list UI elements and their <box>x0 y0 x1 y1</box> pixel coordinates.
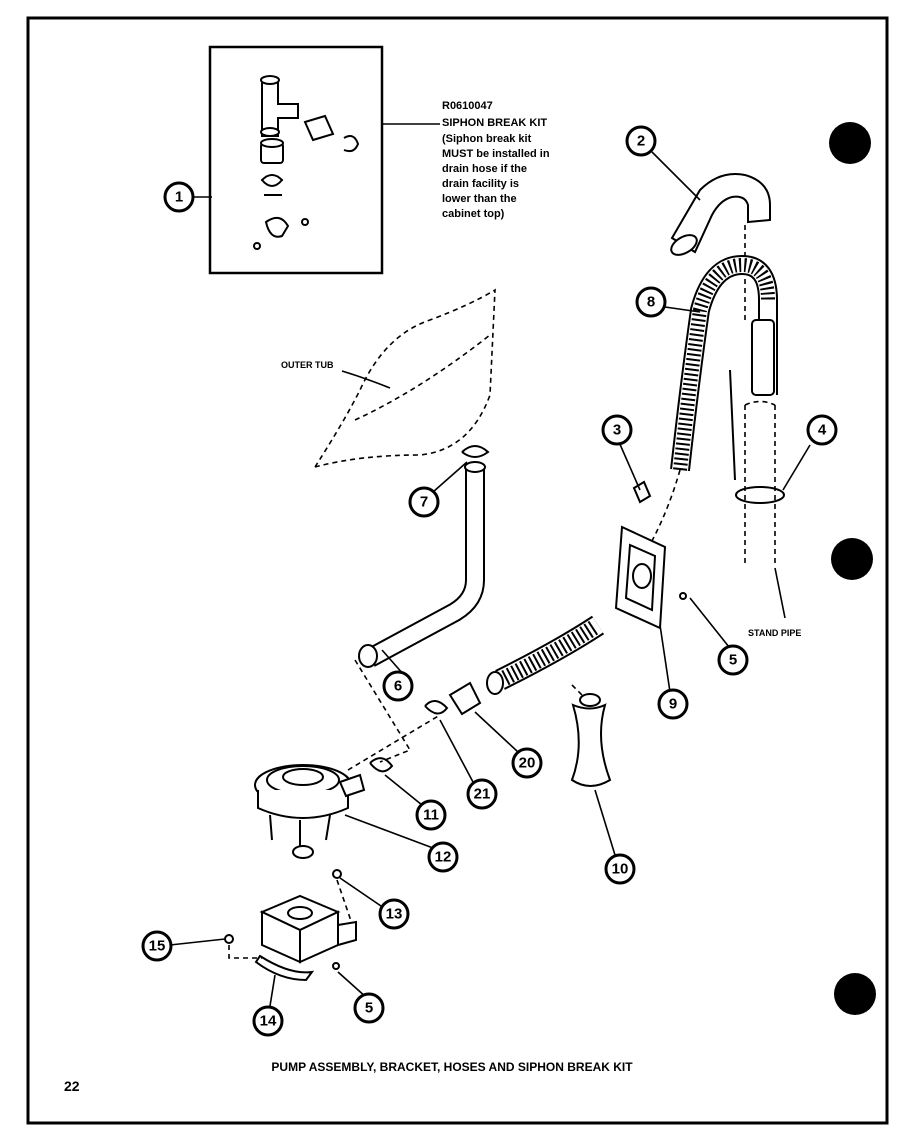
kit-note-line-2: MUST be installed in <box>442 148 550 160</box>
callout-5-upper: 5 <box>717 644 749 676</box>
callout-15: 15 <box>141 930 173 962</box>
outer-tub-leader <box>341 370 391 389</box>
short-corrugated-hose <box>486 615 605 695</box>
callout-9-text: 9 <box>669 696 677 713</box>
part-11-clamp <box>369 757 394 773</box>
page-number: 22 <box>64 1078 80 1094</box>
part-3-clip <box>632 480 652 504</box>
callout-10: 10 <box>604 853 636 885</box>
callout-13-text: 13 <box>386 906 403 923</box>
kit-note-line-3: drain hose if the <box>442 163 527 175</box>
callout-leaders <box>169 151 811 1007</box>
binder-hole-middle <box>831 538 873 580</box>
kit-note-line-5: lower than the <box>442 193 517 205</box>
callout-3: 3 <box>601 414 633 446</box>
callout-13: 13 <box>378 898 410 930</box>
part-10-pump-cover <box>570 693 612 787</box>
part-6-drain-tube <box>358 461 486 668</box>
callout-1-text: 1 <box>175 189 183 206</box>
pump-guide-1 <box>354 659 412 763</box>
callout-11-text: 11 <box>423 807 439 824</box>
binder-hole-bottom <box>834 973 876 1015</box>
callout-6: 6 <box>382 670 414 702</box>
callout-20: 20 <box>511 747 543 779</box>
part-12-pump <box>254 764 366 859</box>
callout-6-text: 6 <box>394 678 402 695</box>
callout-12-text: 12 <box>435 849 452 866</box>
part-9-bracket <box>614 525 687 630</box>
callout-8-text: 8 <box>647 294 655 311</box>
callout-11: 11 <box>415 799 447 831</box>
part-13-screw <box>332 869 342 879</box>
part-7-clamp <box>461 445 490 458</box>
callout-20-text: 20 <box>519 755 536 772</box>
callout-4: 4 <box>806 414 838 446</box>
callout-5-lower: 5 <box>353 992 385 1024</box>
part-4-strap <box>729 369 785 565</box>
part-20-coupler <box>448 681 482 716</box>
part-8-drain-hose <box>670 254 778 472</box>
diagram-caption: PUMP ASSEMBLY, BRACKET, HOSES AND SIPHON… <box>271 1060 633 1074</box>
callout-7-text: 7 <box>420 494 428 511</box>
part-15-screw <box>224 934 234 944</box>
callout-12: 12 <box>427 841 459 873</box>
callout-14-text: 14 <box>260 1013 277 1030</box>
part-5-screw-lower <box>332 962 340 970</box>
callout-4-text: 4 <box>818 422 827 439</box>
callout-14: 14 <box>252 1005 284 1037</box>
kit-note-line-1: (Siphon break kit <box>442 133 532 145</box>
outer-tub-label: OUTER TUB <box>281 360 334 370</box>
part-2-elbow <box>670 173 771 256</box>
stand-pipe-leader <box>774 567 786 619</box>
screw-15-guide <box>228 945 262 959</box>
callout-2-text: 2 <box>637 133 645 150</box>
callout-9: 9 <box>657 688 689 720</box>
callout-15-text: 15 <box>149 938 166 955</box>
callout-7: 7 <box>408 486 440 518</box>
callout-8: 8 <box>635 286 667 318</box>
kit-title: SIPHON BREAK KIT <box>442 117 547 129</box>
binder-hole-top <box>829 122 871 164</box>
kit-note-line-6: cabinet top) <box>442 208 505 220</box>
kit-part-number: R0610047 <box>442 100 493 112</box>
callout-2: 2 <box>625 125 657 157</box>
callout-3-text: 3 <box>613 422 621 439</box>
kit-note-line-4: drain facility is <box>442 178 519 190</box>
outer-tub <box>314 288 496 468</box>
callout-1: 1 <box>163 181 195 213</box>
callout-5-upper-text: 5 <box>729 652 737 669</box>
callout-21-text: 21 <box>474 786 491 803</box>
siphon-break-kit-box <box>208 45 384 275</box>
callout-21: 21 <box>466 778 498 810</box>
pump-cover-guide <box>571 684 583 696</box>
part-14-bracket <box>254 894 357 982</box>
callout-10-text: 10 <box>612 861 629 878</box>
part-21-clamp <box>424 700 449 715</box>
stand-pipe-label: STAND PIPE <box>748 628 801 638</box>
callout-5-lower-text: 5 <box>365 1000 373 1017</box>
page-border <box>26 16 889 1125</box>
